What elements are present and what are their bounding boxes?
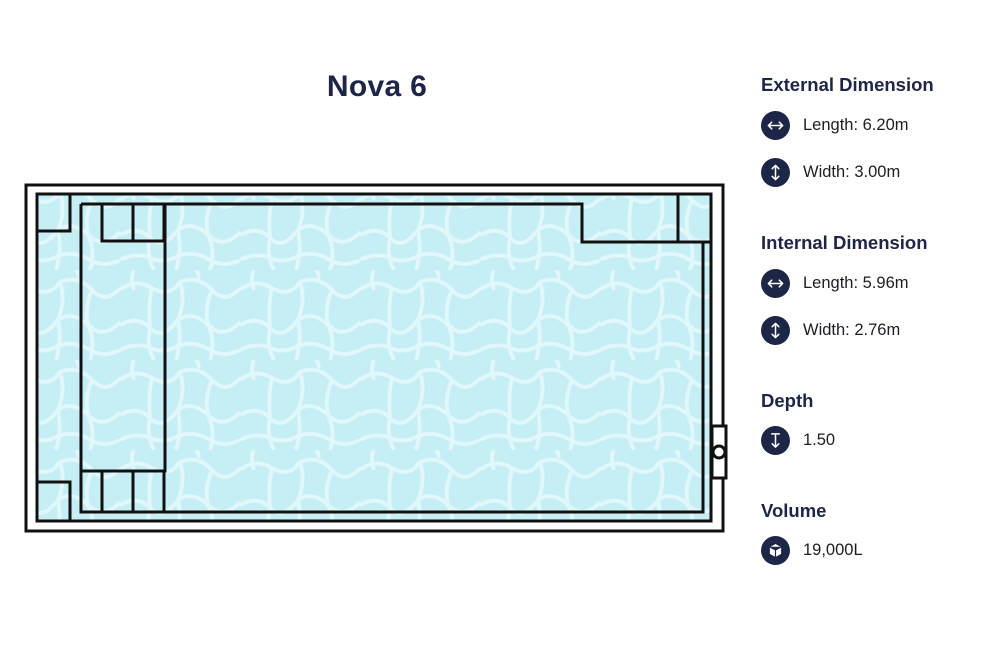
external-width-row: Width: 3.00m	[761, 157, 900, 187]
internal-length-value: Length: 5.96m	[803, 273, 909, 292]
corner-seat-top-left	[35, 192, 72, 233]
depth-value: 1.50	[803, 430, 836, 449]
external-length-row: Length: 6.20m	[761, 110, 909, 140]
volume-value: 19,000L	[803, 540, 863, 559]
skimmer-port	[711, 444, 727, 460]
pool-title: Nova 6	[326, 70, 428, 103]
step-bottom-2	[131, 469, 166, 514]
depth-heading: Depth	[761, 390, 814, 411]
volume-heading: Volume	[761, 500, 827, 521]
corner-seat-bottom-left	[35, 480, 72, 523]
internal-dimension-heading: Internal Dimension	[761, 232, 928, 253]
pool-water	[35, 192, 713, 523]
volume-row: 19,000L	[761, 535, 863, 565]
depth-arrow-icon	[761, 425, 790, 455]
internal-width-row: Width: 2.76m	[761, 315, 900, 345]
cube-icon	[761, 535, 790, 565]
vertical-arrows-icon	[761, 157, 790, 187]
corner-seat-top-right	[676, 192, 713, 244]
depth-row: 1.50	[761, 425, 835, 455]
horizontal-arrows-icon	[761, 268, 790, 298]
horizontal-arrows-icon	[761, 110, 790, 140]
external-width-value: Width: 3.00m	[803, 162, 901, 181]
external-dimension-heading: External Dimension	[761, 74, 934, 95]
pool-diagram	[24, 183, 728, 533]
external-length-value: Length: 6.20m	[803, 115, 909, 134]
vertical-arrows-icon	[761, 315, 790, 345]
internal-length-row: Length: 5.96m	[761, 268, 909, 298]
step-top-2	[131, 202, 166, 243]
internal-width-value: Width: 2.76m	[803, 320, 901, 339]
